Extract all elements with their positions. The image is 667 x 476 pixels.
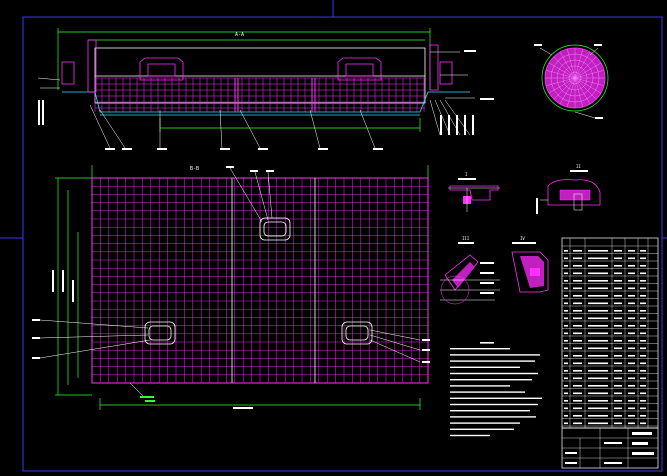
detail-label-1: I [465,172,468,177]
elevation-columns [234,78,316,112]
detail-label-4: IV [520,236,525,241]
plan-manholes [144,217,373,345]
detail-view-2: II [536,164,601,214]
elevation-nozzles [139,57,382,81]
circular-plan-view [534,44,609,119]
elevation-end-flanges [61,39,453,93]
plan-leaders [39,167,421,399]
technical-notes-block [450,342,542,437]
elevation-leaders [37,51,475,149]
detail-view-3: III [440,236,500,305]
plan-title: B-B [190,166,199,172]
detail-label-3: III [462,236,470,241]
plan-grid-view: B-B [32,165,430,410]
plan-dim-text [140,396,155,402]
title-block [561,427,659,469]
plan-section-dividers [231,178,316,383]
elevation-body-outline [94,47,426,104]
section-label: A-A [235,32,244,38]
elevation-dimension-lines [57,28,431,132]
detail-views: I II III [440,164,601,305]
parts-list-table [561,237,659,429]
plan-dimension-lines [55,165,429,410]
plan-label-marks [32,166,430,409]
elevation-grid [94,77,425,112]
detail-view-4: IV [511,236,549,293]
detail-label-2: II [576,164,581,169]
detail-view-1: I [448,172,500,212]
plan-grid [91,177,429,384]
elevation-labels [38,50,494,150]
section-elevation-view: A-A [37,28,494,150]
